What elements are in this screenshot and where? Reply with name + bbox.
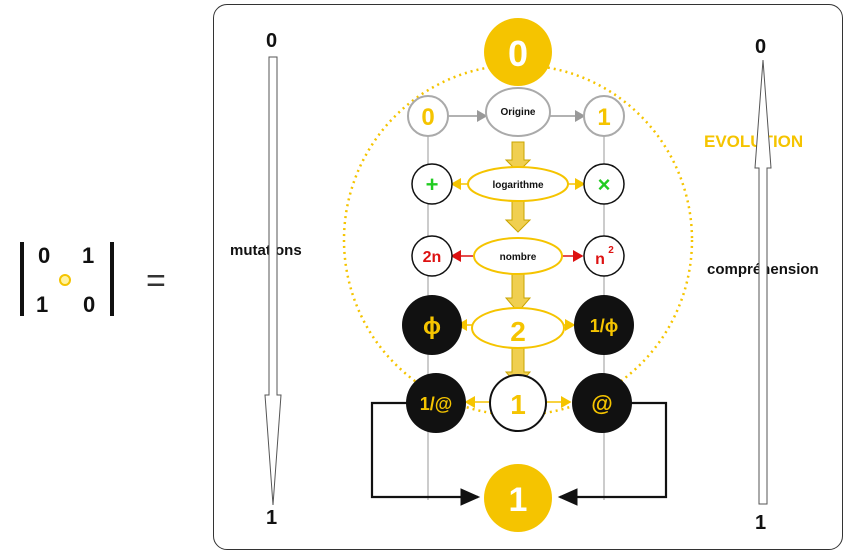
svg-text:1/@: 1/@ xyxy=(420,394,453,414)
svg-text:2: 2 xyxy=(510,316,526,347)
mutations-arrow xyxy=(264,56,282,506)
right-axis-top: 0 xyxy=(755,36,767,58)
svg-text:nombre: nombre xyxy=(500,252,537,263)
row1-left-node: 0 xyxy=(407,95,449,137)
left-loop-arrow xyxy=(370,401,481,506)
matrix-bottom-left: 1 xyxy=(36,292,49,317)
row5-left-node: 1/@ xyxy=(406,373,466,433)
row4-left-node: ϕ xyxy=(402,295,462,355)
matrix-top-right: 1 xyxy=(82,243,95,268)
row1-right-node: 1 xyxy=(583,95,625,137)
matrix-center-dot xyxy=(59,274,71,286)
matrix-left-bar xyxy=(20,242,24,316)
row2-right-node: × xyxy=(583,163,625,205)
row3-right-node: n 2 xyxy=(583,235,625,277)
svg-text:n: n xyxy=(595,251,605,268)
svg-text:0: 0 xyxy=(508,33,528,74)
left-axis-label: mutations xyxy=(230,242,302,259)
matrix-right-bar xyxy=(110,242,114,316)
svg-text:2: 2 xyxy=(608,245,614,256)
bottom-node: 1 xyxy=(484,464,552,532)
matrix-bottom-right: 0 xyxy=(83,292,96,317)
row3-center-node: nombre xyxy=(473,237,563,275)
svg-text:2n: 2n xyxy=(423,249,442,266)
row2-center-node: logarithme xyxy=(467,166,569,202)
equals-sign: = xyxy=(146,262,166,300)
svg-text:0: 0 xyxy=(421,104,434,131)
svg-text:ϕ: ϕ xyxy=(423,313,441,340)
svg-text:+: + xyxy=(426,172,439,197)
svg-text:1: 1 xyxy=(510,389,526,420)
svg-text:×: × xyxy=(598,172,611,197)
svg-text:1: 1 xyxy=(597,104,610,131)
row2-left-node: + xyxy=(411,163,453,205)
right-axis-bottom: 1 xyxy=(755,512,767,534)
left-axis-bottom: 1 xyxy=(266,507,278,529)
svg-text:@: @ xyxy=(591,391,612,416)
row5-right-node: @ xyxy=(572,373,632,433)
svg-text:logarithme: logarithme xyxy=(492,180,544,191)
row3-left-node: 2n xyxy=(411,235,453,277)
svg-text:1/ϕ: 1/ϕ xyxy=(590,316,619,336)
right-axis-label-upper: EVOLUTION xyxy=(703,132,805,152)
top-node: 0 xyxy=(484,18,552,86)
svg-text:Origine: Origine xyxy=(500,107,535,118)
comprehension-arrow xyxy=(754,59,772,505)
row4-center-node: 2 xyxy=(471,307,565,349)
svg-text:1: 1 xyxy=(509,481,528,519)
dotted-ellipse xyxy=(342,63,694,417)
left-axis-top: 0 xyxy=(266,30,278,52)
diagram-panel xyxy=(213,4,843,550)
right-loop-arrow xyxy=(557,401,668,506)
row4-right-node: 1/ϕ xyxy=(574,295,634,355)
row5-center-node: 1 xyxy=(489,374,547,432)
row1-center-node: Origine xyxy=(485,87,551,137)
matrix-top-left: 0 xyxy=(38,243,51,268)
